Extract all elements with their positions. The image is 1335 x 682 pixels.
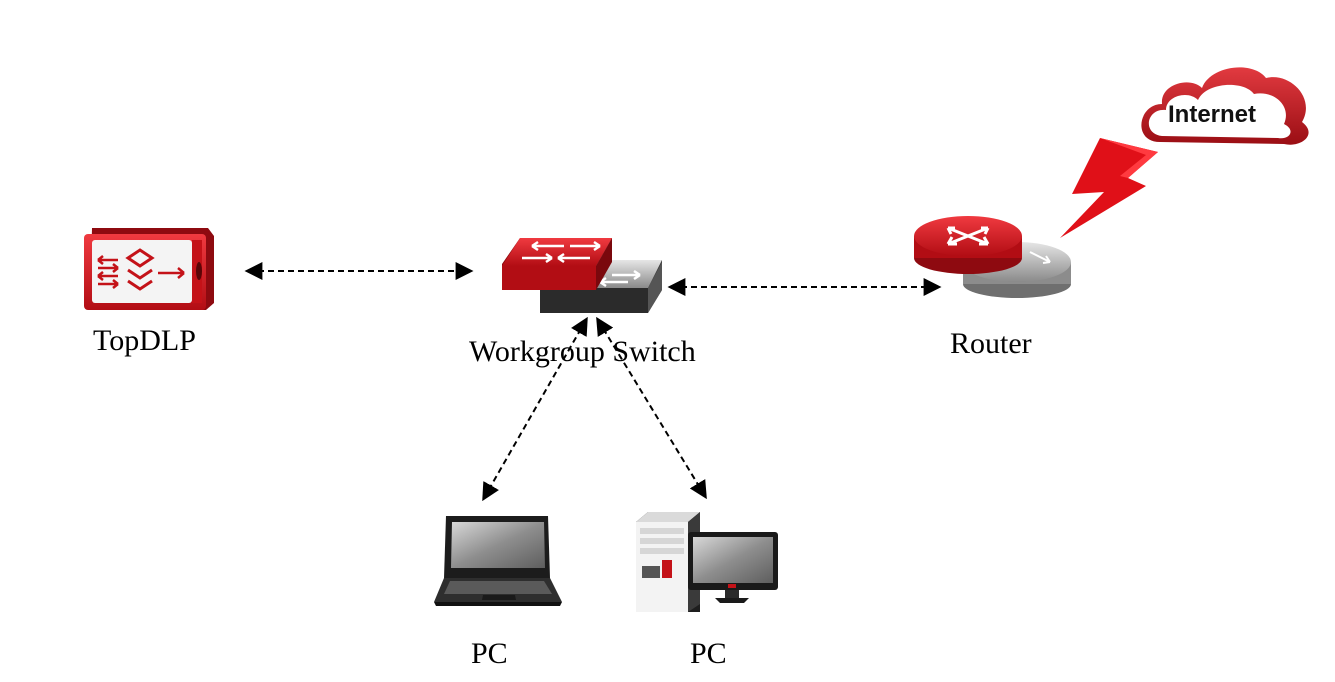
dlp-appliance-icon	[84, 228, 214, 310]
workgroup-switch-label: Workgroup Switch	[469, 335, 696, 368]
desktop-pc-label: PC	[690, 637, 727, 670]
cloud-icon: Internet	[1141, 67, 1309, 145]
desktop-computer-icon	[636, 512, 778, 612]
lightning-bolt-icon	[1060, 138, 1158, 238]
router-label: Router	[950, 327, 1032, 360]
connection-switch-laptop	[482, 316, 588, 502]
router-icon	[914, 216, 1071, 298]
internet-label: Internet	[1168, 101, 1256, 128]
topdlp-label: TopDLP	[93, 324, 196, 357]
laptop-pc-label: PC	[471, 637, 508, 670]
connection-switch-desktop	[596, 316, 707, 500]
network-switch-icon	[502, 238, 662, 313]
laptop-icon	[434, 516, 562, 606]
